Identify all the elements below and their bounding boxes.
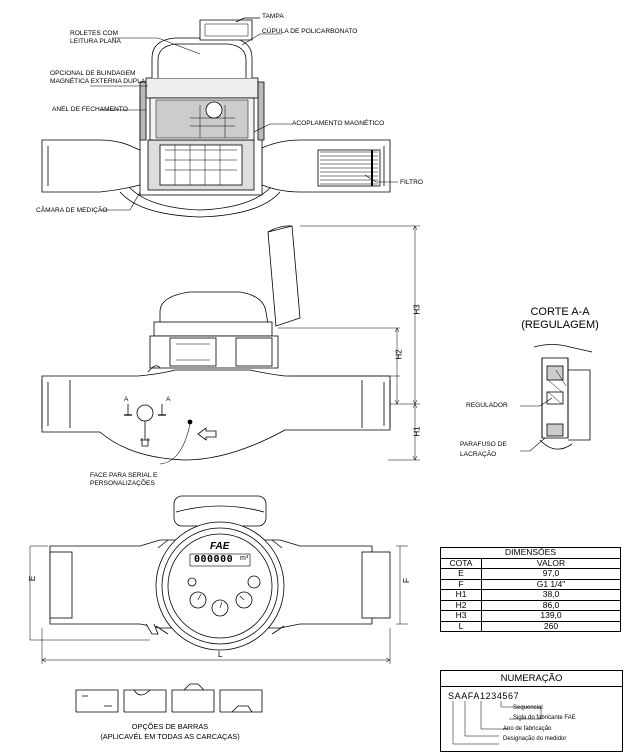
valor-cell: 97,0 — [481, 568, 621, 580]
valor-cell: 86,0 — [481, 599, 621, 611]
barras-caption-line2: (APLICAVÉL EM TODAS AS CARCAÇAS) — [100, 732, 240, 741]
numeracao-title: NUMERAÇÃO — [441, 671, 622, 687]
dim-l: L — [218, 650, 223, 659]
counter-unit: m³ — [240, 555, 249, 562]
numeracao-code: SAAFA1234567 — [448, 691, 520, 701]
label-designacao: Designação do medidor — [503, 736, 567, 742]
numeracao-box: NUMERAÇÃO SAAFA1234567 Sequencial Sigla … — [440, 670, 623, 752]
cota-cell: H3 — [440, 610, 482, 622]
corte-title-line2: (REGULAGEM) — [521, 319, 599, 331]
meter-side-view — [41, 225, 420, 465]
label-sequencial: Sequencial — [513, 705, 543, 711]
dim-e: E — [28, 575, 38, 582]
cota-cell: E — [440, 568, 482, 580]
section-marker-right: A — [166, 396, 171, 403]
barras-caption-line1: OPÇÕES DE BARRAS — [131, 722, 209, 731]
valor-cell: G1 1/4" — [481, 578, 621, 590]
col-cota-header: COTA — [440, 557, 482, 569]
corte-title-line1: CORTE A-A — [530, 306, 590, 318]
label-regulador: REGULADOR — [466, 402, 508, 409]
dim-h2: H2 — [394, 349, 404, 360]
numeracao-leaders — [452, 701, 542, 745]
barras-caption: OPÇÕES DE BARRAS (APLICAVÉL EM TODAS AS … — [60, 722, 280, 742]
meter-top-view — [29, 495, 408, 664]
meter-section-view — [41, 17, 398, 218]
cota-cell: F — [440, 578, 482, 590]
valor-cell: 139,0 — [481, 610, 621, 622]
bar-options — [75, 683, 263, 713]
dim-f: F — [401, 578, 411, 583]
valor-cell: 38,0 — [481, 589, 621, 601]
label-acoplamento: ACOPLAMENTO MAGNÉTICO — [292, 120, 385, 127]
col-valor-header: VALOR — [481, 557, 621, 569]
cota-cell: H1 — [440, 589, 482, 601]
corte-aa-detail — [520, 344, 593, 452]
valor-cell: 260 — [481, 620, 621, 632]
label-parafuso: PARAFUSO DE LACRAÇÃO — [460, 441, 507, 458]
dim-h3: H3 — [412, 304, 422, 315]
label-anel: ANEL DE FECHAMENTO — [52, 106, 128, 113]
corte-title: CORTE A-A (REGULAGEM) — [500, 306, 620, 332]
cota-cell: L — [440, 620, 482, 632]
label-blindagem: OPCIONAL DE BLINDAGEM MAGNÉTICA EXTERNA … — [50, 70, 146, 85]
label-tampa: TAMPA — [262, 13, 284, 20]
cota-cell: H2 — [440, 599, 482, 611]
label-ano: Ano de fabricação — [503, 726, 552, 732]
label-roletes: ROLETES COM LEITURA PLANA — [70, 30, 121, 45]
label-camara: CÂMARA DE MEDIÇÃO — [36, 207, 108, 214]
label-filtro: FILTRO — [400, 179, 423, 186]
label-cupula: CÚPULA DE POLICARBONATO — [262, 28, 358, 35]
counter-digits: 000000 — [194, 554, 234, 565]
brand-logo: FAE — [210, 541, 230, 552]
label-sigla: Sigla do fabricante FAE — [513, 715, 576, 721]
label-face-serial: FACE PARA SERIAL E PERSONALIZAÇÕES — [90, 472, 158, 487]
dim-h1: H1 — [412, 426, 422, 437]
section-marker-left: A — [124, 396, 129, 403]
dimensions-title: DIMENSÕES — [440, 547, 621, 559]
